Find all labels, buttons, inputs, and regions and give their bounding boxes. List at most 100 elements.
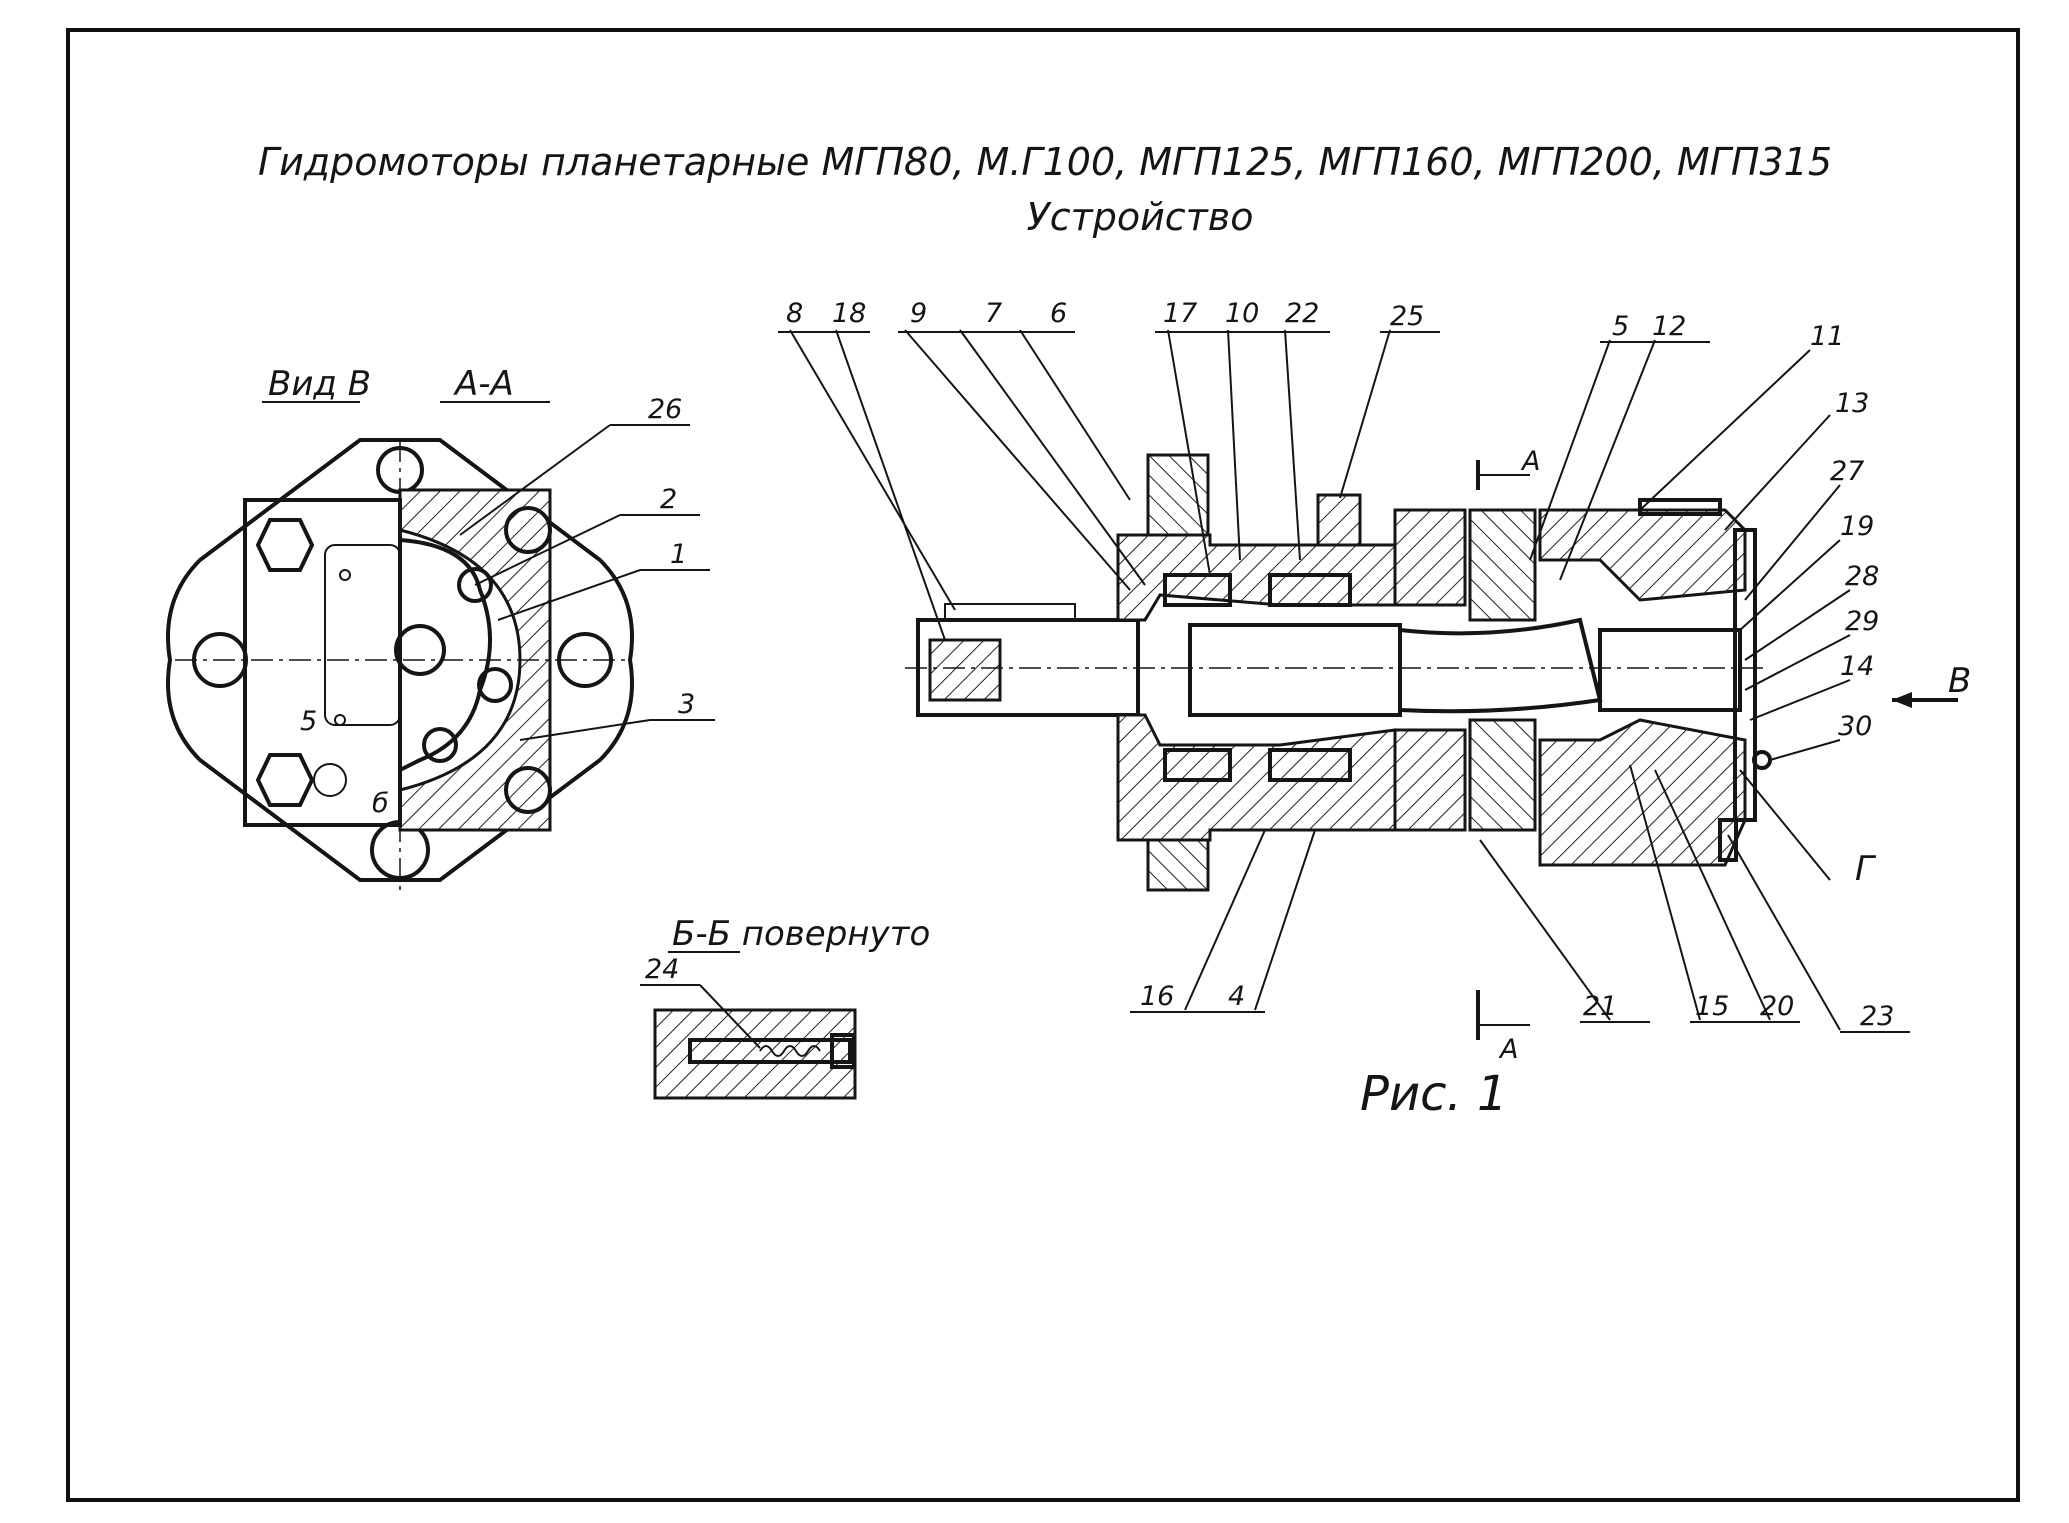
- leader-24: [699, 984, 761, 1049]
- front-housing-bottom: [1116, 713, 1397, 842]
- callout-8: 8: [786, 298, 803, 329]
- callout-12: 12: [1652, 311, 1686, 342]
- leader-8: [789, 329, 956, 611]
- callout-24: 24: [645, 954, 679, 985]
- bolt-head-top: [255, 518, 315, 572]
- leader-16: [1184, 829, 1266, 1011]
- port-25: [1316, 493, 1362, 547]
- callout-26: 26: [648, 394, 682, 425]
- callout-3: 3: [678, 689, 695, 720]
- callout-23: 23: [1860, 1001, 1894, 1032]
- bearing-front-bottom: [1163, 748, 1232, 782]
- leader-22: [1284, 329, 1301, 561]
- small-hole-1: [339, 569, 351, 581]
- section-a-top-label: А: [1520, 446, 1540, 477]
- section-bb-label: Б-Б повернуто: [672, 914, 930, 954]
- cover-groove: [324, 544, 401, 726]
- section-a-bottom-label: А: [1498, 1034, 1518, 1065]
- callout-30: 30: [1838, 711, 1872, 742]
- gerotor-roller-3: [422, 727, 458, 763]
- view-b-label: Вид В: [268, 364, 371, 404]
- front-flange-top: [1146, 453, 1210, 537]
- callout-11: 11: [1810, 321, 1844, 352]
- callout-16: 16: [1140, 981, 1174, 1012]
- leader-26: [459, 424, 611, 536]
- callout-5: 5: [1612, 311, 1629, 342]
- callout-29: 29: [1845, 606, 1879, 637]
- callout-13: 13: [1835, 388, 1869, 419]
- figure-caption: Рис. 1: [1360, 1066, 1508, 1122]
- section-aa-hatched-body: [398, 488, 552, 832]
- main-section-view: А А В 8 18 9 7 6 17 10 22 25 5 12: [778, 298, 1971, 1122]
- leader-28: [1744, 589, 1851, 661]
- gerotor-roller-1: [457, 567, 493, 603]
- section-aa-label: А-А: [453, 364, 514, 404]
- callout-21: 21: [1583, 991, 1617, 1022]
- gerotor-outline: [399, 538, 492, 772]
- callout-1: 1: [670, 539, 687, 570]
- cover-plate: [243, 498, 402, 827]
- leader-6: [1019, 329, 1131, 501]
- section-bb-spring: [759, 1045, 821, 1057]
- stator-bottom: [1468, 718, 1537, 832]
- leader-18: [835, 329, 946, 641]
- callout-18: 18: [832, 298, 866, 329]
- callout-15: 15: [1695, 991, 1729, 1022]
- callout-14: 14: [1840, 651, 1874, 682]
- inner-shaft: [1188, 623, 1402, 717]
- leader-17: [1167, 329, 1211, 576]
- leader-5: [1529, 339, 1611, 561]
- shaft-key: [944, 603, 1076, 621]
- callout-7: 7: [985, 298, 1002, 329]
- section-bb-body: [653, 1008, 857, 1100]
- bearing-rear-top: [1268, 573, 1352, 607]
- bolt-hole-tr: [504, 506, 552, 554]
- leader-11: [1639, 349, 1811, 511]
- rear-cap-top: [1638, 498, 1722, 516]
- view-b-arrow-head: [1892, 692, 1912, 708]
- leader-7: [959, 329, 1146, 586]
- leader-27: [1744, 484, 1841, 601]
- leader-12: [1559, 339, 1656, 581]
- callout-6: 6: [1050, 298, 1067, 329]
- leader-25: [1339, 329, 1391, 499]
- leader-15: [1629, 764, 1701, 1021]
- mark-6: б: [372, 788, 389, 819]
- callout-2: 2: [660, 484, 677, 515]
- callout-4: 4: [1228, 981, 1245, 1012]
- rear-cap-bottom: [1718, 818, 1738, 862]
- leader-29: [1744, 634, 1851, 691]
- distributor-top: [1393, 508, 1467, 607]
- callout-9: 9: [910, 298, 927, 329]
- front-flange-bottom: [1146, 838, 1210, 892]
- leader-2: [474, 514, 621, 586]
- section-bb-channel: [688, 1038, 852, 1064]
- callout-22: 22: [1285, 298, 1319, 329]
- leader-3: [519, 719, 651, 741]
- distributor-bottom: [1393, 728, 1467, 832]
- leader-19: [1739, 539, 1841, 631]
- callout-19: 19: [1840, 511, 1874, 542]
- rear-housing-bottom: [1538, 718, 1747, 867]
- sheet-frame: [66, 28, 2020, 1502]
- front-housing-top: [1116, 533, 1397, 622]
- bolt-hole-br: [504, 766, 552, 814]
- drawing-subtitle: Устройство: [1027, 195, 1254, 239]
- callout-27: 27: [1830, 456, 1864, 487]
- callout-10: 10: [1225, 298, 1259, 329]
- section-bb: Б-Б повернуто 24: [640, 914, 930, 1100]
- stator-top: [1468, 508, 1537, 622]
- gerotor-roller-2: [477, 667, 513, 703]
- cardan-shaft: [1398, 617, 1603, 714]
- shaft-spline: [394, 624, 446, 676]
- leader-30: [1769, 739, 1841, 761]
- bearing-front-top: [1163, 573, 1232, 607]
- callout-28: 28: [1845, 561, 1879, 592]
- rear-end-plate: [1733, 528, 1757, 822]
- leader-20: [1654, 769, 1771, 1021]
- leader-9: [904, 329, 1131, 591]
- leader-g: [1739, 769, 1831, 881]
- leader-23: [1727, 834, 1841, 1031]
- bearing-rear-bottom: [1268, 748, 1352, 782]
